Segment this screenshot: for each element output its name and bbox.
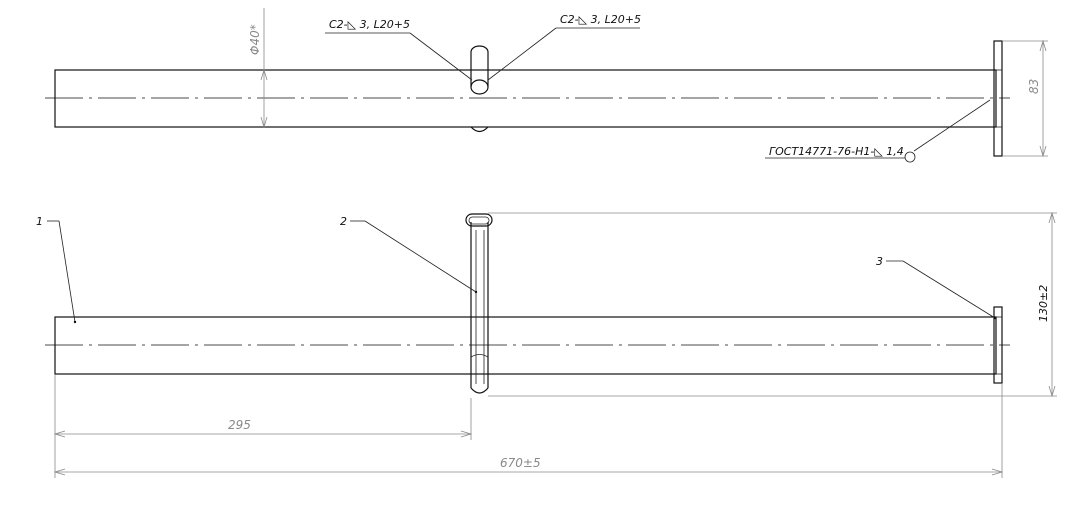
height-label: 130±2 xyxy=(1037,285,1050,322)
top-pin xyxy=(470,45,489,133)
gost-weld-leader: ГОСТ14771-76-Н1-◺ 1,4 xyxy=(765,99,991,163)
height-dimension: 130±2 xyxy=(488,211,1057,398)
front-view: 130±2 1 2 3 29 xyxy=(36,211,1057,478)
weld-left-label: C2-◺ 3, L20+5 xyxy=(329,18,410,31)
flange-height-dimension: 83 xyxy=(1003,39,1048,158)
front-shaft xyxy=(54,316,997,375)
length-label: 670±5 xyxy=(500,456,541,470)
top-shaft xyxy=(54,69,997,128)
callout-3-label: 3 xyxy=(876,255,883,268)
callout-1: 1 xyxy=(36,215,77,324)
front-pin xyxy=(465,213,493,394)
top-flange xyxy=(993,40,1003,157)
length-dimension: 670±5 xyxy=(53,384,1004,478)
weld-leader-right: C2-◺ 3, L20+5 xyxy=(487,13,641,81)
callout-3: 3 xyxy=(876,255,997,320)
diameter-dimension: Φ40* xyxy=(248,8,268,129)
callout-2-label: 2 xyxy=(340,215,347,228)
gost-weld-label: ГОСТ14771-76-Н1-◺ 1,4 xyxy=(769,145,904,158)
flange-height-label: 83 xyxy=(1027,79,1041,94)
pin-offset-dimension: 295 xyxy=(53,375,473,478)
diameter-label: Φ40* xyxy=(248,24,262,55)
weld-right-label: C2-◺ 3, L20+5 xyxy=(560,13,641,26)
front-flange xyxy=(993,306,1003,384)
callout-1-label: 1 xyxy=(36,215,43,228)
callout-2: 2 xyxy=(340,215,478,294)
weld-leader-left: C2-◺ 3, L20+5 xyxy=(325,18,473,81)
top-view: Φ40* C2-◺ 3, L20+5 C2-◺ 3, L20+5 83 xyxy=(45,8,1048,163)
pin-offset-label: 295 xyxy=(228,418,251,432)
